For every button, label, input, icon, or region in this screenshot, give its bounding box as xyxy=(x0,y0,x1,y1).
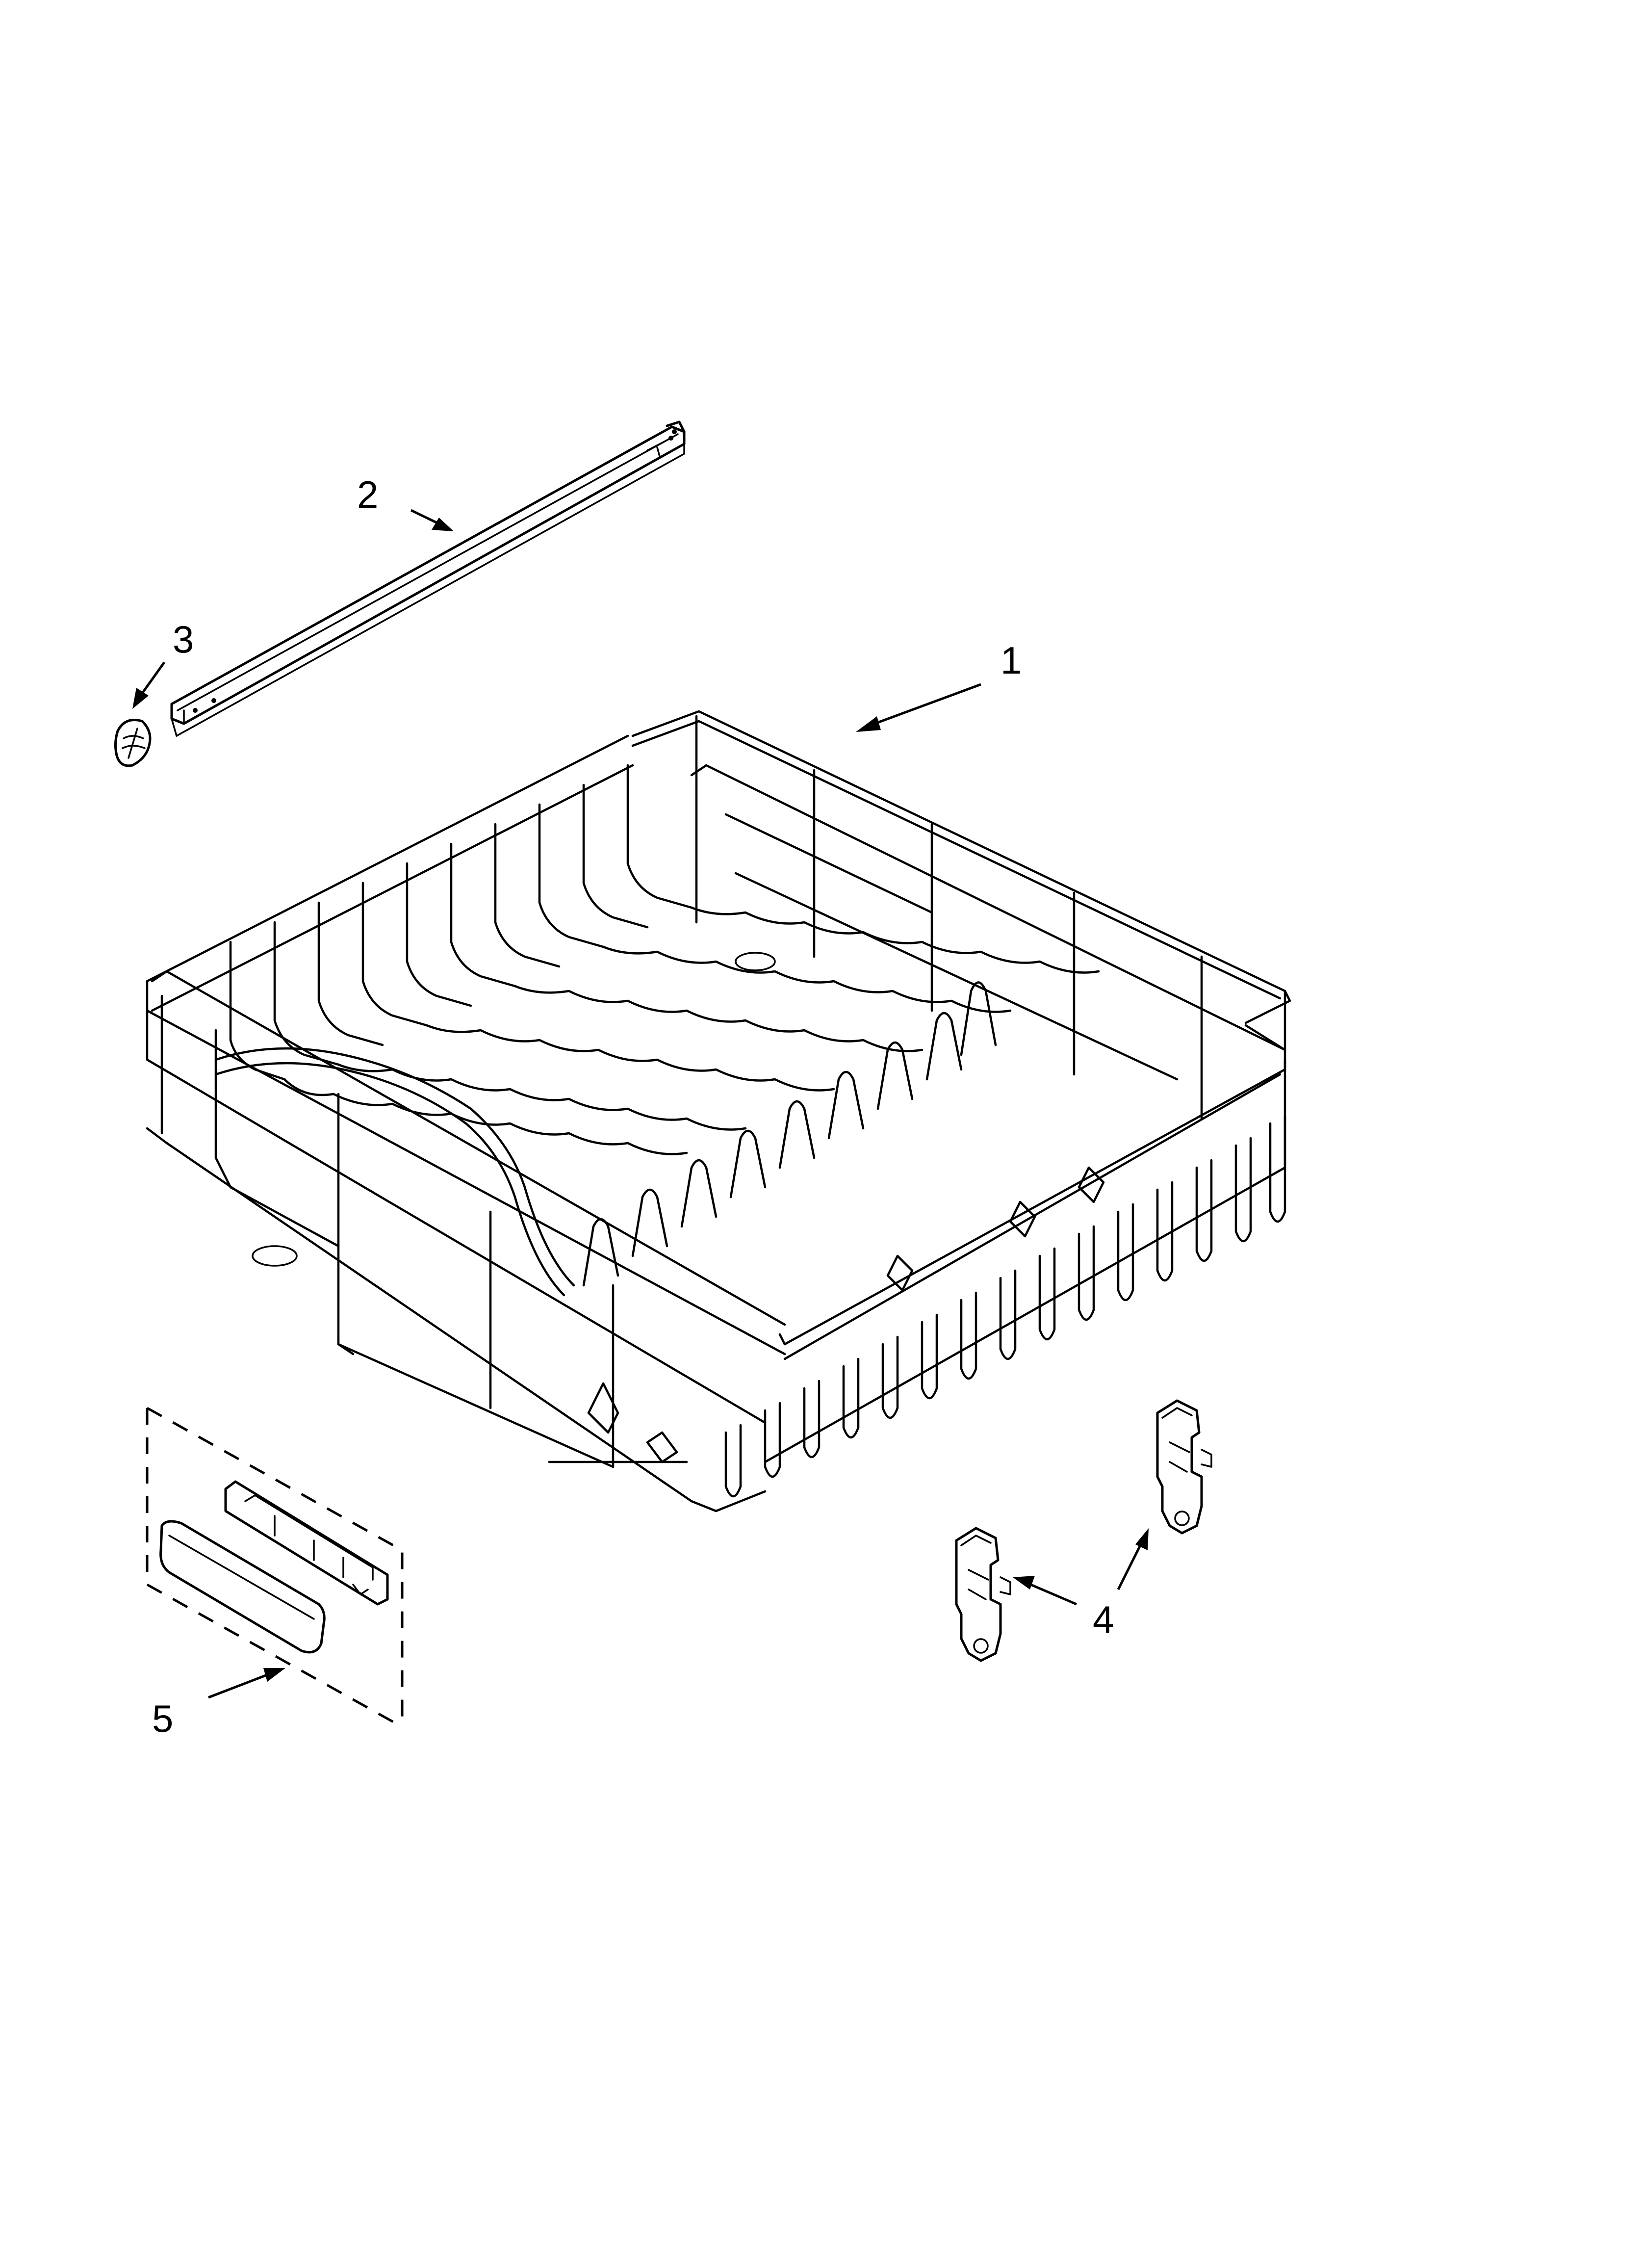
rack-track-rail-icon xyxy=(170,420,686,737)
callout-2-label: 2 xyxy=(357,473,378,516)
callout-5-label: 5 xyxy=(152,1697,173,1740)
rack-adjuster-icon xyxy=(955,1399,1212,1662)
callout-4-label: 4 xyxy=(1093,1598,1114,1641)
upper-dishrack-icon xyxy=(146,710,1291,1512)
callout-3-label: 3 xyxy=(173,618,194,661)
handle-kit-icon xyxy=(146,1407,404,1728)
callout-1-label: 1 xyxy=(1001,639,1022,682)
callout-arrows xyxy=(132,509,1149,1699)
track-stop-icon xyxy=(114,719,152,767)
